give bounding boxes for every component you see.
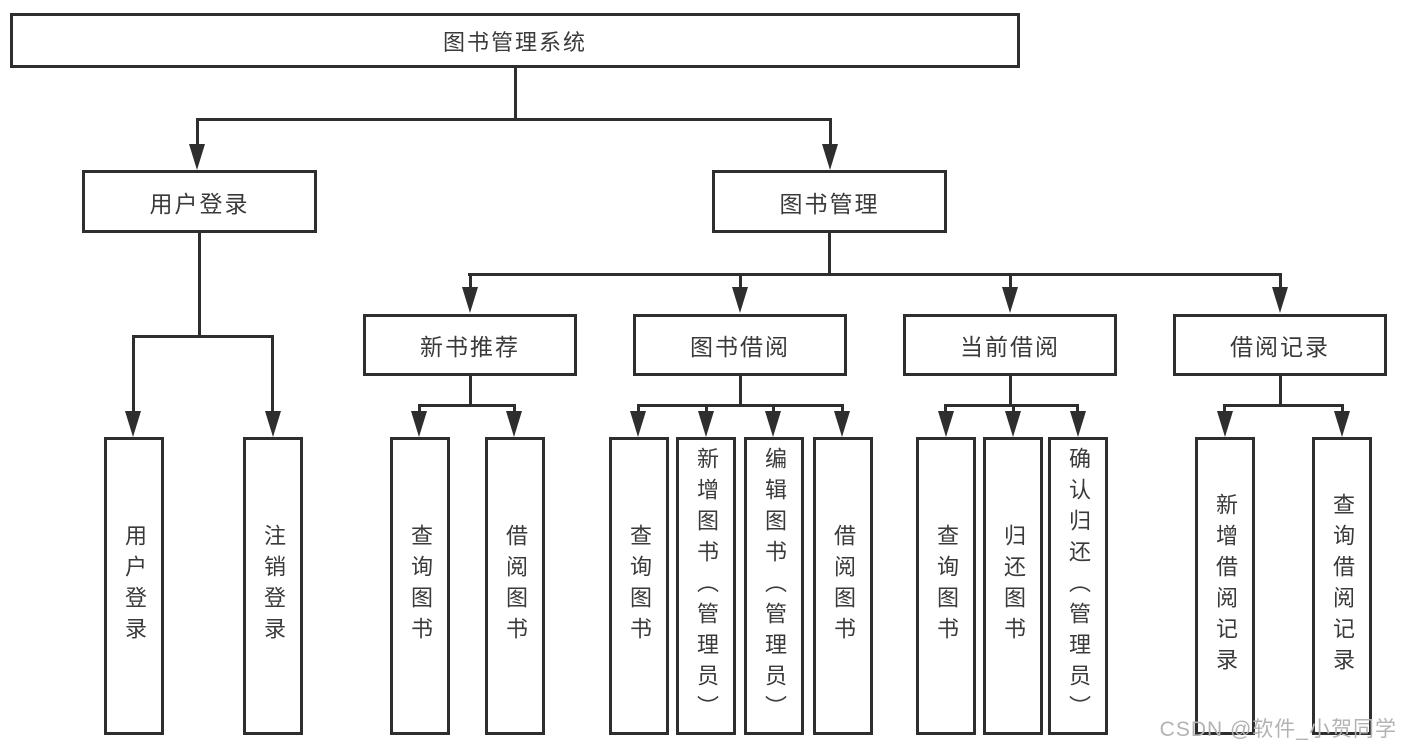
arrow-down-icon [822,144,838,170]
leaf-borrow-borrow-book-label: 借阅图书 [831,524,856,648]
leaf-return-book: 归还图书 [983,437,1043,735]
leaf-return-book-label: 归还图书 [1001,524,1026,648]
arrow-down-icon [1005,411,1021,437]
leaf-add-book-admin-label: 新增图书（管理员） [694,446,719,726]
leaf-current-query-book: 查询图书 [916,437,976,735]
node-user-login: 用户登录 [82,170,317,233]
node-new-book-recommend: 新书推荐 [363,314,577,376]
connector-branch-line [637,405,640,413]
connector-level2-rail [196,118,832,121]
arrow-down-icon [765,411,781,437]
leaf-recommend-query-book: 查询图书 [390,437,450,735]
leaf-recommend-borrow-book-label: 借阅图书 [503,524,528,648]
leaf-current-query-book-label: 查询图书 [934,524,959,648]
arrow-down-icon [189,144,205,170]
connector-branch-line [1341,405,1344,413]
arrow-down-icon [1272,287,1288,313]
arrow-down-icon [1334,411,1350,437]
leaf-borrow-query-book: 查询图书 [609,437,669,735]
node-book-management-label: 图书管理 [779,190,880,217]
arrow-down-icon [630,411,646,437]
arrow-down-icon [732,287,748,313]
leaf-user-login: 用户登录 [104,437,164,735]
node-borrow-records: 借阅记录 [1173,314,1387,376]
arrow-down-icon [834,411,850,437]
connector-branch-line [1279,275,1282,289]
node-new-book-recommend-label: 新书推荐 [420,334,520,360]
node-root-system: 图书管理系统 [10,13,1020,68]
leaf-query-borrow-record: 查询借阅记录 [1312,437,1372,735]
leaf-logout: 注销登录 [243,437,303,735]
connector-branch-line [705,405,708,413]
connector-branch-line [1009,275,1012,289]
node-current-borrow-label: 当前借阅 [960,334,1060,360]
arrow-down-icon [698,411,714,437]
connector-branch-line [944,405,947,413]
arrow-down-icon [411,411,427,437]
connector-branch-line [513,405,516,413]
connector-current-borrow-down [1009,376,1012,406]
connector-branch-line [739,275,742,289]
leaf-borrow-borrow-book: 借阅图书 [813,437,873,735]
arrow-down-icon [938,411,954,437]
connector-new-book-down [469,376,472,406]
leaf-recommend-borrow-book: 借阅图书 [485,437,545,735]
connector-branch-line [271,335,274,412]
leaf-confirm-return-admin-label: 确认归还（管理员） [1066,446,1091,726]
arrow-down-icon [1217,411,1233,437]
connector-book-borrow-down [739,376,742,406]
leaf-recommend-query-book-label: 查询图书 [408,524,433,648]
connector-branch-line [469,275,472,289]
connector-branch-line [132,335,135,412]
connector-borrow-records-rail [1223,404,1344,407]
leaf-confirm-return-admin: 确认归还（管理员） [1048,437,1108,735]
connector-branch-line [772,405,775,413]
connector-branch-line [1012,405,1015,413]
watermark: CSDN @软件_小贺同学 [1159,718,1397,741]
connector-book-management-down [828,233,831,275]
node-book-borrow: 图书借阅 [633,314,847,376]
connector-branch-line [841,405,844,413]
connector-branch-line [418,405,421,413]
leaf-edit-book-admin-label: 编辑图书（管理员） [762,446,787,726]
node-current-borrow: 当前借阅 [903,314,1117,376]
arrow-down-icon [1070,411,1086,437]
connector-user-login-down [198,233,201,337]
node-user-login-label: 用户登录 [149,190,250,217]
leaf-add-borrow-record-label: 新增借阅记录 [1213,493,1238,679]
node-book-management: 图书管理 [712,170,947,233]
connector-user-login-stub [196,120,199,146]
connector-new-book-rail [418,404,516,407]
arrow-down-icon [506,411,522,437]
connector-current-borrow-rail [944,404,1079,407]
connector-root-stub [514,68,517,118]
arrow-down-icon [1002,287,1018,313]
leaf-user-login-label: 用户登录 [122,524,147,648]
leaf-logout-label: 注销登录 [261,524,286,648]
leaf-query-borrow-record-label: 查询借阅记录 [1330,493,1355,679]
node-book-borrow-label: 图书借阅 [690,334,790,360]
leaf-borrow-query-book-label: 查询图书 [627,524,652,648]
leaf-add-borrow-record: 新增借阅记录 [1195,437,1255,735]
connector-user-login-rail [132,335,274,338]
connector-branch-line [1076,405,1079,413]
connector-level3-rail [468,273,1282,276]
arrow-down-icon [265,411,281,437]
node-borrow-records-label: 借阅记录 [1230,334,1330,360]
arrow-down-icon [462,287,478,313]
connector-book-management-stub [829,120,832,146]
arrow-down-icon [125,411,141,437]
connector-book-borrow-rail [637,404,844,407]
leaf-add-book-admin: 新增图书（管理员） [676,437,736,735]
leaf-edit-book-admin: 编辑图书（管理员） [744,437,804,735]
connector-borrow-records-down [1279,376,1282,406]
node-root-system-label: 图书管理系统 [442,29,587,55]
connector-branch-line [1223,405,1226,413]
